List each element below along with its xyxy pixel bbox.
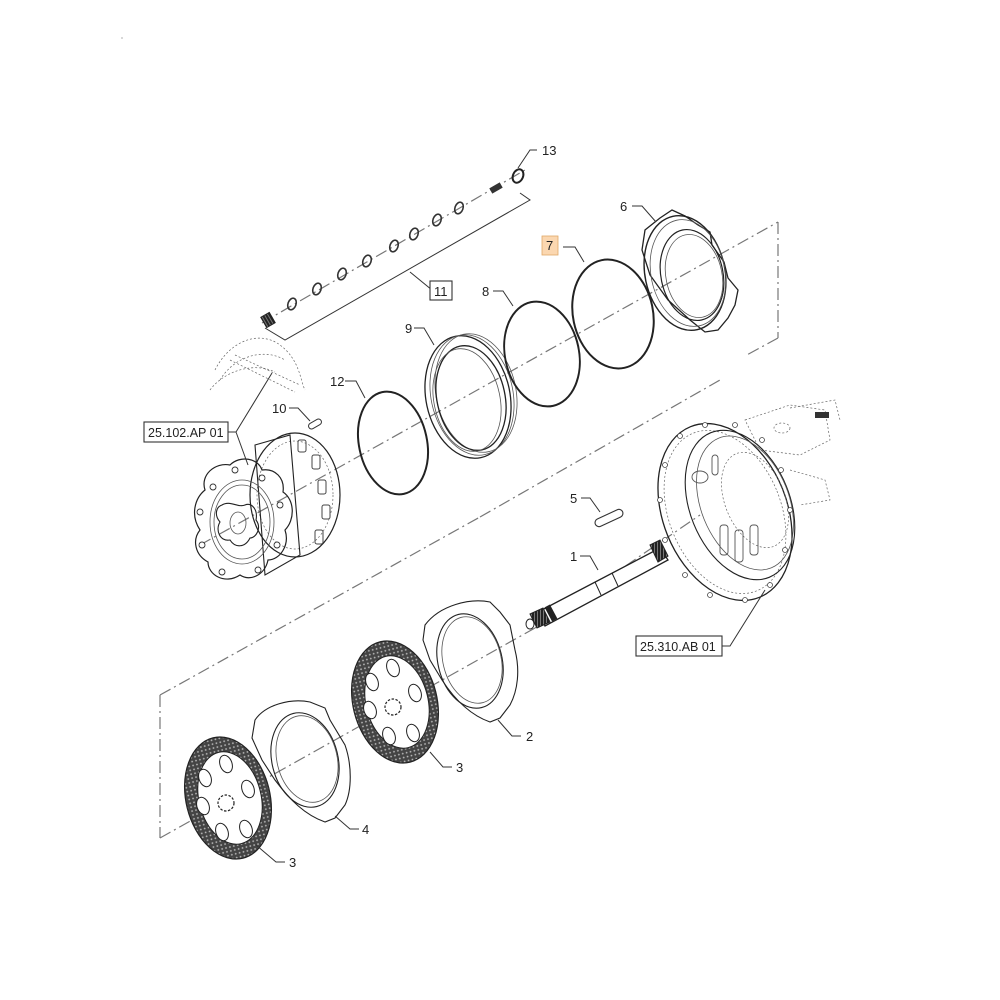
speck — [121, 37, 123, 39]
brake-housing[interactable] — [633, 399, 841, 621]
final-drive-hub[interactable] — [193, 432, 341, 580]
ghost-frame-outline — [209, 337, 306, 393]
ref-25-310-ab-01[interactable]: 25.310.AB 01 — [640, 640, 716, 654]
callout-2[interactable]: 2 — [526, 729, 533, 744]
callout-11[interactable]: 12 — [330, 374, 344, 389]
part-2-separator-plate[interactable] — [422, 600, 519, 723]
part-12-spring-kit[interactable] — [260, 182, 531, 341]
callout-12-box — [429, 280, 453, 301]
part-4-separator-plate[interactable] — [251, 700, 351, 823]
callout-7-highlight — [541, 235, 559, 256]
callout-3-lower[interactable]: 3 — [289, 855, 296, 870]
callout-7[interactable]: 7 — [546, 238, 553, 253]
part-1-axle-shaft[interactable] — [525, 539, 669, 630]
part-3-friction-disc-lower[interactable] — [172, 728, 284, 869]
ref-25-310-box — [635, 635, 723, 657]
part-11-o-ring[interactable] — [349, 385, 437, 501]
callout-12[interactable]: 11 — [434, 284, 448, 299]
part-3-friction-disc-upper[interactable] — [339, 632, 451, 773]
callout-8[interactable]: 8 — [482, 284, 489, 299]
callout-3-upper[interactable]: 3 — [456, 760, 463, 775]
callout-labels: 13 11 7 6 8 9 12 10 5 1 2 3 4 3 25.102.A… — [143, 143, 723, 870]
assembly-axes — [159, 169, 779, 839]
callout-6[interactable]: 6 — [620, 199, 627, 214]
callout-9[interactable]: 9 — [405, 321, 412, 336]
callout-1[interactable]: 1 — [570, 549, 577, 564]
part-8-o-ring[interactable] — [495, 294, 589, 413]
part-6-piston-housing[interactable] — [634, 208, 739, 338]
ref-25-102-box — [143, 421, 229, 443]
callout-5[interactable]: 5 — [570, 491, 577, 506]
part-9-brake-piston[interactable] — [414, 326, 528, 466]
callout-10[interactable]: 10 — [272, 401, 286, 416]
callout-4[interactable]: 4 — [362, 822, 369, 837]
ref-25-102-ap-01[interactable]: 25.102.AP 01 — [148, 426, 224, 440]
callout-13[interactable]: 13 — [542, 143, 556, 158]
part-5-dowel-pin[interactable] — [594, 508, 625, 528]
part-7-o-ring[interactable] — [562, 252, 663, 376]
part-10-pin[interactable] — [307, 418, 322, 430]
part-13-seal-ring[interactable] — [511, 168, 526, 185]
